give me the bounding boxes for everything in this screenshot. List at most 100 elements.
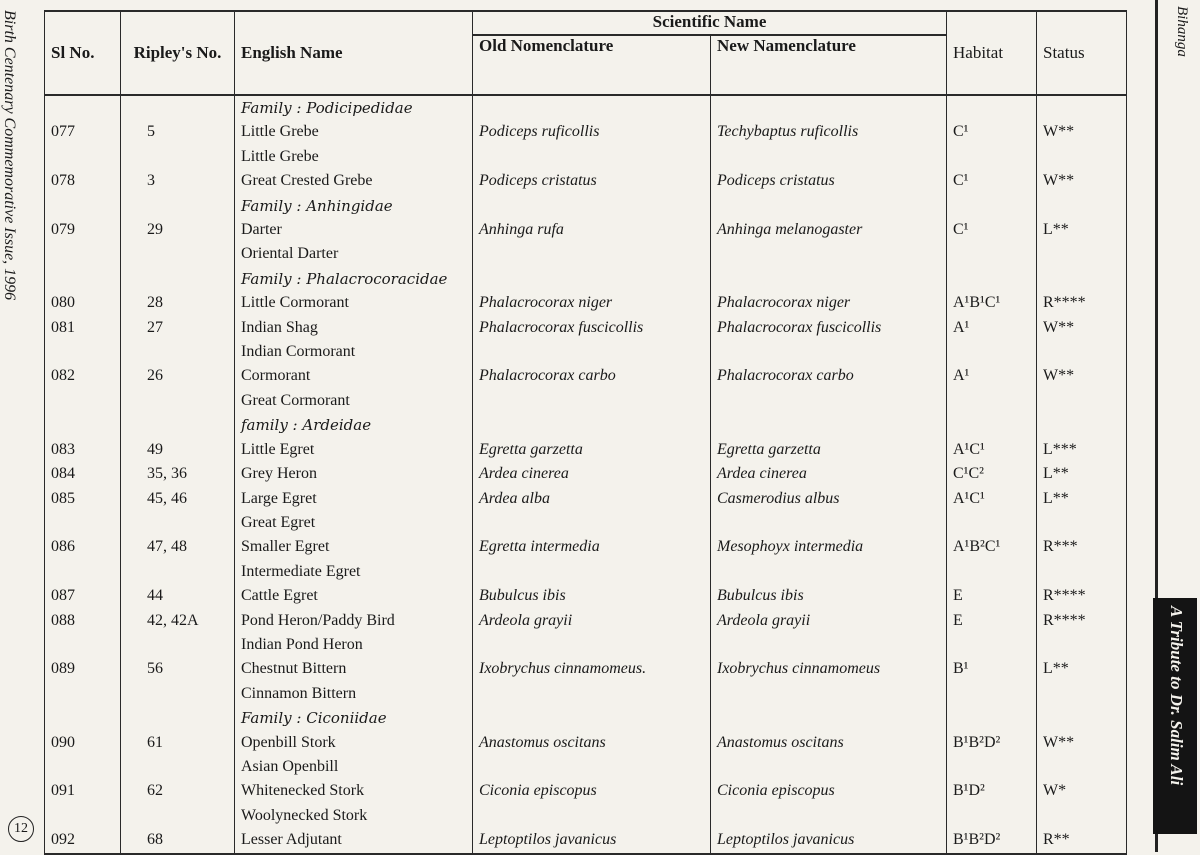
cell-old-nomenclature: Ciconia episcopus — [472, 779, 711, 804]
vertical-rule — [1155, 0, 1158, 852]
cell-new-nomenclature — [710, 266, 947, 292]
cell-english-name: Smaller Egret — [234, 535, 473, 560]
cell-old-nomenclature — [472, 340, 711, 365]
cell-old-nomenclature — [472, 803, 711, 829]
cell-status — [1036, 242, 1127, 267]
cell-status — [1036, 266, 1127, 292]
cell-english-name: Family : Phalacrocoracidae — [234, 266, 473, 292]
cell-ripley-no: 26 — [120, 364, 235, 389]
cell-english-name: Family : Ciconiidae — [234, 706, 473, 731]
cell-status — [1036, 95, 1127, 121]
cell-status — [1036, 754, 1127, 780]
cell-sl-no: 085 — [44, 486, 121, 511]
cell-english-name: Little Egret — [234, 437, 473, 463]
cell-ripley-no: 47, 48 — [120, 535, 235, 560]
cell-sl-no: 084 — [44, 462, 121, 487]
cell-sl-no — [44, 803, 121, 829]
cell-ripley-no — [120, 706, 235, 731]
cell-ripley-no — [120, 681, 235, 707]
header-scientific-name: Scientific Name — [472, 10, 947, 36]
cell-old-nomenclature — [472, 144, 711, 170]
cell-status: L*** — [1036, 437, 1127, 463]
cell-new-nomenclature: Techybaptus ruficollis — [710, 120, 947, 145]
cell-status: W** — [1036, 364, 1127, 389]
cell-habitat — [946, 388, 1037, 414]
cell-habitat — [946, 706, 1037, 731]
cell-sl-no: 077 — [44, 120, 121, 145]
cell-old-nomenclature — [472, 681, 711, 707]
cell-ripley-no — [120, 803, 235, 829]
cell-status: L** — [1036, 486, 1127, 511]
cell-habitat — [946, 754, 1037, 780]
family-row: Family : Podicipedidae — [44, 95, 1127, 121]
cell-habitat: A¹ — [946, 364, 1037, 389]
cell-sl-no: 088 — [44, 608, 121, 633]
family-row: Family : Anhingidae — [44, 193, 1127, 219]
cell-old-nomenclature: Ardea alba — [472, 486, 711, 511]
cell-habitat: A¹C¹ — [946, 437, 1037, 463]
cell-sl-no — [44, 144, 121, 170]
cell-ripley-no: 56 — [120, 657, 235, 682]
cell-ripley-no: 27 — [120, 315, 235, 341]
page-number: 12 — [8, 816, 34, 842]
cell-sl-no: 089 — [44, 657, 121, 682]
cell-status — [1036, 340, 1127, 365]
cell-habitat — [946, 242, 1037, 267]
cell-habitat — [946, 632, 1037, 658]
cell-english-name: Indian Shag — [234, 315, 473, 341]
cell-english-name: Asian Openbill — [234, 754, 473, 780]
cell-english-name: Indian Pond Heron — [234, 632, 473, 658]
cell-new-nomenclature: Phalacrocorax carbo — [710, 364, 947, 389]
cell-sl-no — [44, 559, 121, 585]
cell-ripley-no — [120, 559, 235, 585]
cell-english-name: Pond Heron/Paddy Bird — [234, 608, 473, 633]
cell-sl-no: 081 — [44, 315, 121, 341]
cell-status — [1036, 144, 1127, 170]
cell-old-nomenclature — [472, 242, 711, 267]
cell-status — [1036, 193, 1127, 219]
cell-old-nomenclature: Anastomus oscitans — [472, 730, 711, 755]
cell-sl-no — [44, 242, 121, 267]
cell-status: W** — [1036, 169, 1127, 194]
cell-sl-no — [44, 706, 121, 731]
cell-habitat — [946, 193, 1037, 219]
cell-old-nomenclature: Podiceps ruficollis — [472, 120, 711, 145]
cell-english-name: Little Grebe — [234, 144, 473, 170]
cell-ripley-no: 62 — [120, 779, 235, 804]
cell-english-name: Intermediate Egret — [234, 559, 473, 585]
cell-status — [1036, 803, 1127, 829]
cell-new-nomenclature: Mesophoyx intermedia — [710, 535, 947, 560]
cell-habitat: B¹ — [946, 657, 1037, 682]
cell-new-nomenclature — [710, 754, 947, 780]
cell-old-nomenclature: Podiceps cristatus — [472, 169, 711, 194]
journal-name: Bihanga — [1174, 6, 1190, 57]
cell-new-nomenclature: Phalacrocorax fuscicollis — [710, 315, 947, 341]
header-sl-no: Sl No. — [44, 10, 121, 96]
table-row: Little Grebe — [44, 144, 1127, 170]
cell-status — [1036, 681, 1127, 707]
cell-new-nomenclature — [710, 803, 947, 829]
cell-old-nomenclature — [472, 632, 711, 658]
cell-old-nomenclature — [472, 193, 711, 219]
cell-english-name: Lesser Adjutant — [234, 828, 473, 855]
cell-english-name: Family : Podicipedidae — [234, 95, 473, 121]
cell-old-nomenclature — [472, 388, 711, 414]
cell-sl-no: 080 — [44, 291, 121, 316]
cell-sl-no — [44, 193, 121, 219]
cell-english-name: Cattle Egret — [234, 584, 473, 609]
cell-new-nomenclature — [710, 340, 947, 365]
cell-habitat — [946, 413, 1037, 438]
cell-sl-no — [44, 510, 121, 536]
cell-english-name: Darter — [234, 218, 473, 243]
cell-status: L** — [1036, 657, 1127, 682]
cell-new-nomenclature: Casmerodius albus — [710, 486, 947, 511]
cell-new-nomenclature — [710, 144, 947, 170]
cell-new-nomenclature — [710, 510, 947, 536]
cell-sl-no: 083 — [44, 437, 121, 463]
cell-status — [1036, 632, 1127, 658]
